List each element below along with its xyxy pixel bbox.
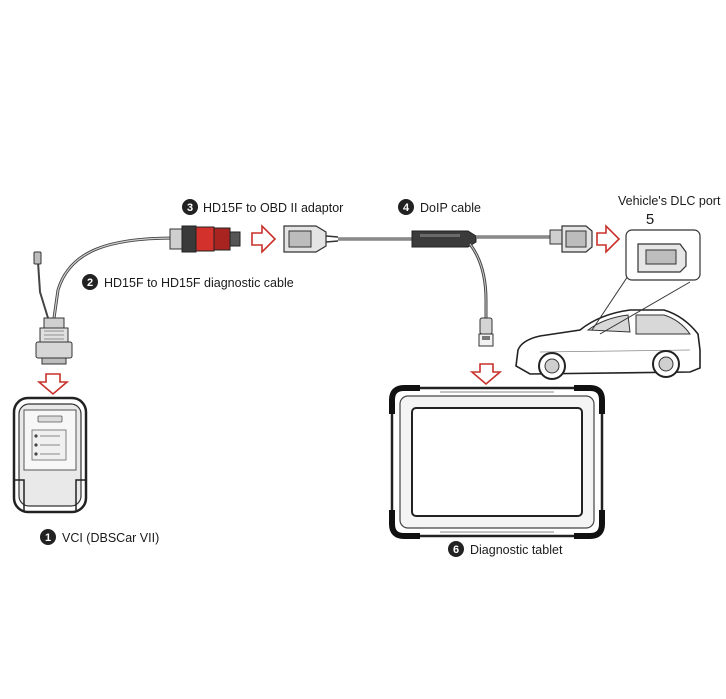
vci-device bbox=[12, 396, 88, 514]
label-number: 3 bbox=[187, 202, 193, 214]
label-text: HD15F to HD15F diagnostic cable bbox=[104, 276, 294, 290]
diagnostic-tablet bbox=[389, 385, 605, 539]
label-doip-cable: 4 DoIP cable bbox=[398, 199, 481, 215]
label-text: Vehicle's DLC port bbox=[618, 194, 721, 208]
direction-arrow-right-to-dlc bbox=[596, 224, 621, 254]
label-text: VCI (DBSCar VII) bbox=[62, 531, 159, 545]
label-number: 1 bbox=[45, 532, 51, 544]
obd-adaptor bbox=[169, 225, 241, 253]
label-number: 6 bbox=[453, 544, 459, 556]
label-text: Diagnostic tablet bbox=[470, 543, 563, 557]
label-diag-cable: 2 HD15F to HD15F diagnostic cable bbox=[82, 274, 294, 290]
doip-cable bbox=[283, 225, 593, 347]
label-obd-adaptor: 3 HD15F to OBD II adaptor bbox=[182, 199, 343, 215]
diagnostic-cable bbox=[33, 236, 176, 365]
label-dlc-port: Vehicle's DLC port 5 bbox=[618, 194, 721, 228]
label-text: HD15F to OBD II adaptor bbox=[203, 201, 343, 215]
label-number: 4 bbox=[403, 202, 410, 214]
label-text: DoIP cable bbox=[420, 201, 481, 215]
direction-arrow-right-to-doip bbox=[251, 224, 277, 254]
direction-arrow-down-to-tablet bbox=[469, 363, 503, 386]
label-number: 2 bbox=[87, 277, 93, 289]
label-number: 5 bbox=[646, 211, 654, 228]
label-vci: 1 VCI (DBSCar VII) bbox=[40, 529, 159, 545]
vehicle-car bbox=[515, 309, 701, 380]
dlc-port-callout bbox=[591, 229, 701, 335]
direction-arrow-down-to-vci bbox=[36, 373, 70, 396]
label-tablet: 6 Diagnostic tablet bbox=[448, 541, 563, 557]
